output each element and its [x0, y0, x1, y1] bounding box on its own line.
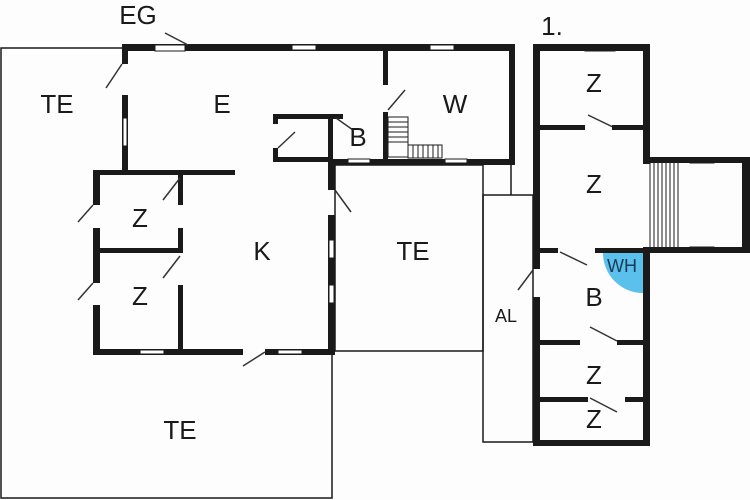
room-label-k: K	[253, 236, 271, 266]
windows	[122, 44, 715, 355]
room-label-z: Z	[132, 203, 148, 233]
room-label-te: TE	[163, 415, 196, 445]
staircase-first	[649, 163, 679, 247]
terrace-left-outline	[0, 47, 333, 499]
room-label-b: B	[349, 122, 366, 152]
room-label-b: B	[585, 282, 602, 312]
staircase-ground	[387, 116, 443, 159]
room-label-z: Z	[586, 169, 602, 199]
room-label-z: Z	[132, 281, 148, 311]
doors	[77, 32, 618, 413]
first-floor-walls	[533, 44, 750, 446]
floor-label-first: 1.	[541, 11, 563, 41]
room-label-z: Z	[586, 404, 602, 434]
room-label-w: W	[443, 89, 468, 119]
room-label-e: E	[213, 89, 230, 119]
room-label-wh: WH	[607, 256, 637, 276]
floor-label-ground: EG	[119, 0, 157, 30]
water-heater-zone	[603, 253, 643, 293]
room-label-z: Z	[586, 360, 602, 390]
room-label-te: TE	[40, 89, 73, 119]
room-label-te: TE	[396, 236, 429, 266]
room-label-z: Z	[586, 68, 602, 98]
room-label-al: AL	[495, 306, 517, 326]
